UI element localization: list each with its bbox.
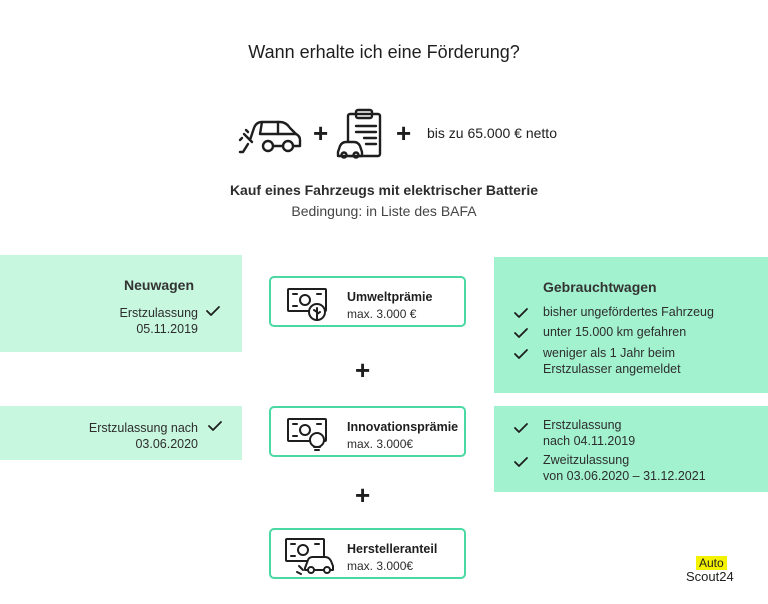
plus-sign-2: +: [396, 118, 412, 148]
card-title: Umweltprämie: [347, 290, 433, 304]
page-title: Wann erhalte ich eine Förderung?: [248, 42, 520, 62]
condition-text: Bedingung: in Liste des BAFA: [291, 203, 477, 219]
check-icon: [513, 456, 529, 468]
check-icon: [513, 327, 529, 339]
money-car-icon: [285, 538, 334, 575]
gebrauchtwagen-item: unter 15.000 km gefahren: [543, 325, 687, 339]
check-icon: [207, 420, 223, 432]
autoscout24-logo-top: Auto: [696, 556, 727, 570]
neuwagen-date-2: Erstzulassung nach 03.06.2020: [88, 421, 198, 451]
card-title: Innovationsprämie: [347, 420, 459, 434]
check-icon: [513, 307, 529, 319]
gebrauchtwagen-second-registration: Zweitzulassung von 03.06.2020 – 31.12.20…: [543, 453, 706, 483]
neuwagen-heading: Neuwagen: [124, 277, 195, 293]
plus-sign-1: +: [313, 118, 329, 148]
gebrauchtwagen-item: bisher ungefördertes Fahrzeug: [543, 305, 714, 319]
gebrauchtwagen-first-registration: Erstzulassung nach 04.11.2019: [543, 418, 636, 448]
check-icon: [513, 348, 529, 360]
gebrauchtwagen-item: weniger als 1 Jahr beim Erstzulasser ang…: [543, 346, 681, 376]
card-innovationspraemie: Innovationsprämie max. 3.000€: [269, 406, 466, 457]
gebrauchtwagen-heading: Gebrauchtwagen: [543, 279, 657, 295]
clipboard-car-icon: [336, 108, 382, 159]
subtitle: Kauf eines Fahrzeugs mit elektrischer Ba…: [229, 182, 539, 198]
card-value: max. 3.000€: [347, 437, 414, 451]
ev-car-plug-icon: [238, 120, 302, 154]
price-limit: bis zu 65.000 € netto: [427, 125, 557, 141]
plus-sign-3: +: [355, 355, 371, 385]
card-title: Herstelleranteil: [347, 542, 438, 556]
gebrauchtwagen-panel-2: Erstzulassung nach 04.11.2019 Zweitzulas…: [494, 406, 768, 492]
money-lightbulb-icon: [287, 418, 327, 451]
card-herstelleranteil: Herstelleranteil max. 3.000€: [269, 528, 466, 579]
card-umweltpraemie: Umweltprämie max. 3.000 €: [269, 276, 466, 327]
check-icon: [205, 305, 221, 317]
autoscout24-logo-bottom: Scout24: [686, 569, 734, 584]
neuwagen-date-1: Erstzulassung 05.11.2019: [119, 306, 198, 336]
card-value: max. 3.000€: [347, 559, 414, 573]
neuwagen-panel-1: Neuwagen Erstzulassung 05.11.2019: [0, 255, 242, 352]
neuwagen-panel-2: Erstzulassung nach 03.06.2020: [0, 406, 242, 460]
money-leaf-icon: [287, 288, 327, 321]
plus-sign-4: +: [355, 480, 371, 510]
card-value: max. 3.000 €: [347, 307, 417, 321]
check-icon: [513, 422, 529, 434]
gebrauchtwagen-panel-1: Gebrauchtwagen bisher ungefördertes Fahr…: [494, 257, 768, 393]
